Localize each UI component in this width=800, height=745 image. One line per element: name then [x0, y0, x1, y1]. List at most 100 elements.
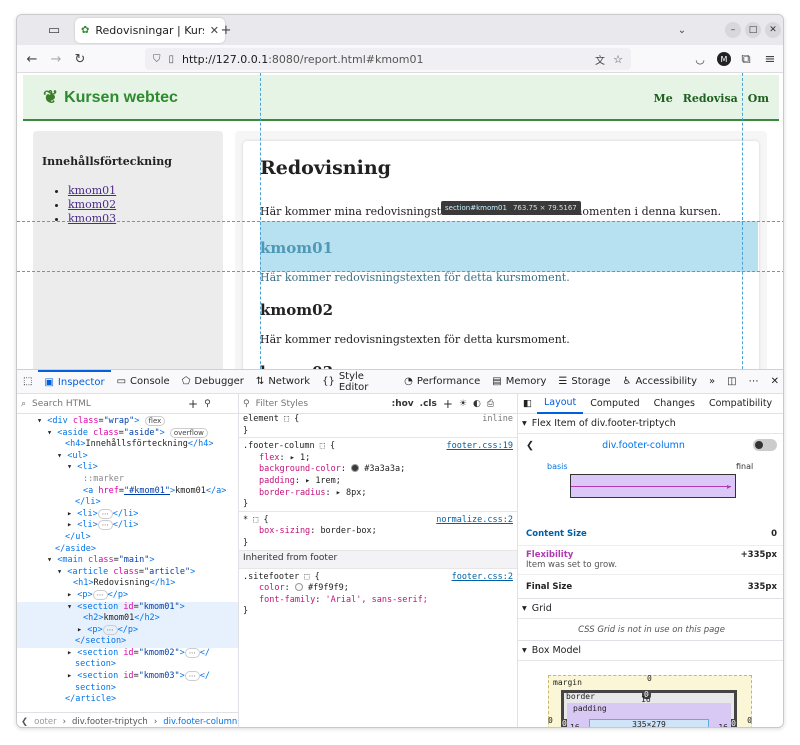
add-rule-icon[interactable]: +: [442, 396, 453, 411]
tree-node[interactable]: <a href="#kmom01">kmom01</a>: [83, 485, 227, 496]
options-icon[interactable]: ⋯: [748, 376, 759, 387]
account-avatar-icon[interactable]: M: [713, 48, 735, 70]
back-arrow-icon[interactable]: ←: [26, 51, 38, 67]
filter-styles-input[interactable]: [255, 398, 386, 409]
box-model-header[interactable]: ▾Box Model: [518, 641, 783, 661]
tab-memory[interactable]: ▤Memory: [492, 376, 547, 387]
new-tab-icon[interactable]: +: [220, 22, 232, 38]
tab-inspector[interactable]: ▣Inspector: [38, 369, 111, 394]
shield-icon[interactable]: ⛉: [153, 53, 161, 65]
rule-element[interactable]: element ⬚ {inline }: [239, 414, 517, 439]
grid-header[interactable]: ▾Grid: [518, 599, 783, 619]
toc-link-kmom02[interactable]: kmom02: [68, 198, 117, 211]
tree-node[interactable]: section>: [75, 659, 116, 670]
rules-toolbar: ⚲ :hov .cls + ☀ ◐ ⎙: [239, 394, 517, 414]
chevron-down-icon[interactable]: ▾: [779, 398, 783, 409]
tab-storage[interactable]: ☰Storage: [558, 376, 611, 387]
tree-node[interactable]: ▸ <p>⋯</p>: [67, 589, 129, 600]
tab-overview-icon[interactable]: ▭: [47, 22, 61, 38]
eyedropper-icon[interactable]: ⚲: [204, 398, 211, 409]
tooltip-selector: section#kmom01: [445, 204, 507, 212]
tree-node[interactable]: section>: [75, 682, 116, 693]
cls-toggle[interactable]: .cls: [419, 398, 437, 409]
rule-sitefooter[interactable]: .sitefooter ⬚ {footer.css:2 color: #f9f9…: [243, 571, 513, 617]
tree-node[interactable]: ▾ <main class="main">: [47, 555, 155, 566]
breadcrumb-item[interactable]: ooter: [34, 716, 57, 727]
breadcrumb-item[interactable]: div.footer-triptych: [72, 716, 148, 727]
browser-window: ▭ ✿ Redovisningar | Kursen w ✕ + ⌄ – □ ✕…: [16, 14, 784, 728]
tree-node[interactable]: ▸ <li>⋯</li>: [67, 508, 139, 519]
tree-node[interactable]: ▾ <aside class="aside"> overflow: [17, 427, 238, 440]
tree-node[interactable]: ▾ <article class="article">: [57, 566, 196, 577]
tab-performance[interactable]: ◔Performance: [404, 376, 481, 387]
toc-link-kmom01[interactable]: kmom01: [68, 184, 117, 197]
tree-node[interactable]: </section>: [17, 636, 238, 648]
breadcrumb-item-current[interactable]: div.footer-column: [163, 716, 238, 727]
tab-style-editor[interactable]: {}Style Editor: [322, 370, 369, 393]
tree-node[interactable]: ▾ <ul>: [57, 450, 88, 461]
tree-node[interactable]: ▾ <div class="wrap"> flex: [17, 416, 238, 428]
tree-node[interactable]: ▸ <p>⋯</p>: [17, 624, 238, 637]
menu-hamburger-icon[interactable]: ≡: [764, 51, 776, 67]
tree-node-selected[interactable]: ▾ <section id="kmom01">: [17, 601, 238, 614]
tree-node[interactable]: </ul>: [65, 531, 91, 542]
toc-link-kmom03[interactable]: kmom03: [68, 212, 117, 225]
tree-node[interactable]: </li>: [75, 497, 101, 508]
highlight-toggle[interactable]: [753, 439, 777, 451]
flex-item-header[interactable]: ▾Flex Item of div.footer-triptych: [518, 414, 783, 434]
tab-title: Redovisningar | Kursen w: [95, 24, 203, 37]
tree-node[interactable]: </article>: [65, 694, 117, 705]
tree-node[interactable]: <h2>kmom01</h2>: [17, 613, 238, 625]
tab-accessibility[interactable]: ♿Accessibility: [622, 376, 698, 387]
url-bar[interactable]: ⛉ ▯ http://127.0.0.1:8080/report.html#km…: [145, 48, 631, 70]
translate-icon[interactable]: 文: [595, 55, 605, 67]
tree-node[interactable]: ▸ <section id="kmom02">⋯</: [67, 647, 211, 658]
toggle-sidebar-icon[interactable]: ◧: [523, 398, 532, 409]
minimize-icon[interactable]: –: [725, 22, 741, 38]
tree-node[interactable]: </aside>: [55, 543, 96, 554]
rule-universal[interactable]: * ⬚ {normalize.css:2 box-sizing: border-…: [239, 512, 517, 551]
forward-arrow-icon[interactable]: →: [50, 51, 62, 67]
dark-theme-icon[interactable]: ◐: [473, 398, 481, 409]
light-theme-icon[interactable]: ☀: [458, 398, 467, 409]
pocket-icon[interactable]: ◡: [695, 52, 705, 66]
extensions-icon[interactable]: ⧉: [741, 51, 751, 67]
close-window-icon[interactable]: ✕: [765, 22, 781, 38]
hov-toggle[interactable]: :hov: [391, 398, 414, 409]
print-media-icon[interactable]: ⎙: [486, 398, 495, 409]
nav-link-me[interactable]: Me: [653, 92, 673, 105]
rule-footer-column[interactable]: .footer-column ⬚ {footer.css:19 flex: ▸ …: [239, 438, 517, 512]
tab-console[interactable]: ▭Console: [116, 376, 170, 387]
tree-node[interactable]: ▸ <section id="kmom03">⋯</: [67, 671, 211, 682]
add-node-icon[interactable]: +: [188, 396, 199, 411]
nav-link-redovisa[interactable]: Redovisa: [682, 92, 738, 105]
breadcrumb-left-icon[interactable]: ❮: [21, 716, 29, 727]
tab-changes[interactable]: Changes: [653, 398, 695, 409]
more-tabs-icon[interactable]: »: [709, 376, 716, 387]
tab-compatibility[interactable]: Compatibility: [708, 398, 773, 409]
tab-debugger[interactable]: ⬠Debugger: [181, 376, 244, 387]
nav-link-om[interactable]: Om: [747, 92, 769, 105]
tree-node[interactable]: <h1>Redovisning</h1>: [73, 578, 176, 589]
close-tab-icon[interactable]: ✕: [209, 24, 219, 37]
browser-tab[interactable]: ✿ Redovisningar | Kursen w ✕: [75, 18, 225, 43]
bookmark-star-icon[interactable]: ☆: [613, 52, 623, 66]
page-info-icon[interactable]: ▯: [168, 53, 175, 65]
tab-network[interactable]: ⇅Network: [255, 376, 311, 387]
tree-node[interactable]: <h4>Innehållsförteckning</h4>: [65, 439, 214, 450]
tab-layout[interactable]: Layout: [536, 394, 584, 414]
close-devtools-icon[interactable]: ✕: [770, 376, 779, 387]
tab-computed[interactable]: Computed: [590, 398, 640, 409]
tab-list-chevron-icon[interactable]: ⌄: [677, 24, 687, 36]
reload-icon[interactable]: ↻: [74, 51, 86, 67]
tree-node[interactable]: ▾ <li>: [67, 462, 98, 473]
pick-element-icon[interactable]: ⬚: [23, 376, 33, 387]
site-logo[interactable]: ❦ Kursen webtec: [43, 87, 178, 108]
maximize-icon[interactable]: □: [745, 22, 761, 38]
search-html-input[interactable]: [32, 398, 183, 409]
back-chevron-icon[interactable]: ❮: [526, 439, 534, 451]
dock-icon[interactable]: ◫: [727, 376, 737, 387]
tree-node[interactable]: ▸ <li>⋯</li>: [67, 520, 139, 531]
tree-node[interactable]: ::marker: [83, 473, 124, 484]
flex-item-selector[interactable]: div.footer-column: [602, 439, 685, 451]
